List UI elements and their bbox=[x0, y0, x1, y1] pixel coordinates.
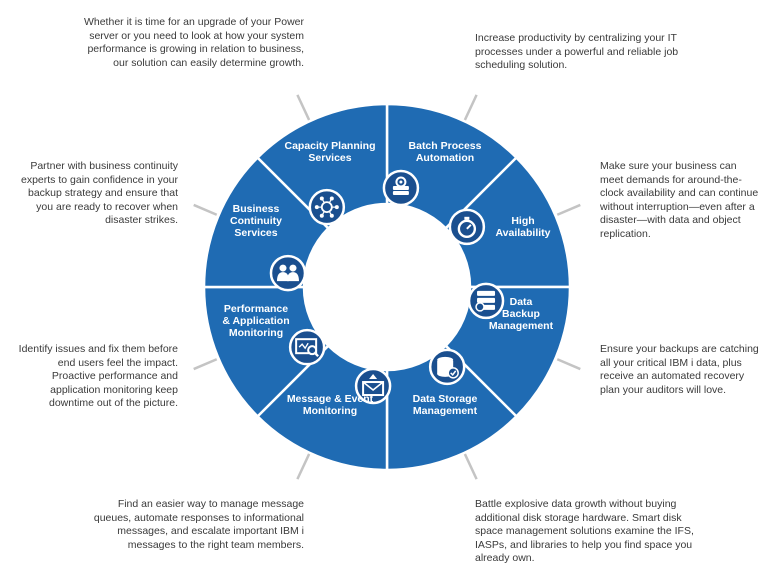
connector-line bbox=[462, 94, 478, 123]
description-batch-process: Increase productivity by centralizing yo… bbox=[475, 32, 679, 71]
people-icon bbox=[269, 254, 307, 292]
segment-label-line: Data Storage bbox=[413, 393, 478, 405]
description-capacity-planning: Whether it is time for an upgrade of you… bbox=[83, 16, 304, 69]
segment-label-line: Continuity bbox=[230, 215, 282, 227]
segment-label-line: Capacity Planning bbox=[284, 140, 375, 152]
segment-label-line: Monitoring bbox=[229, 327, 283, 339]
segment-label-line: Backup bbox=[502, 308, 540, 320]
segment-label-line: Data bbox=[510, 296, 533, 308]
segment-label-line: Business bbox=[233, 203, 280, 215]
segment-label-line: Services bbox=[234, 227, 277, 239]
segment-icons bbox=[269, 169, 505, 405]
connector-line bbox=[556, 203, 581, 216]
network-nodes-icon bbox=[308, 188, 346, 226]
database-check-icon bbox=[428, 348, 466, 386]
connector-lines bbox=[193, 94, 581, 480]
description-message-event: Find an easier way to manage message que… bbox=[93, 498, 304, 551]
segment-label-line: Services bbox=[308, 152, 351, 164]
segment-label-line: Performance bbox=[224, 303, 288, 315]
wheel-center bbox=[304, 204, 470, 370]
segment-label-line: High bbox=[511, 215, 534, 227]
segment-label-line: & Application bbox=[222, 315, 289, 327]
envelope-upload-icon bbox=[354, 367, 392, 405]
connector-line bbox=[296, 94, 312, 123]
server-backup-icon bbox=[467, 282, 505, 320]
segment-label-line: Management bbox=[413, 405, 478, 417]
stopwatch-icon bbox=[448, 208, 486, 246]
description-data-backup: Ensure your backups are catching all you… bbox=[600, 343, 759, 396]
description-performance: Identify issues and fix them before end … bbox=[18, 343, 178, 409]
connector-line bbox=[556, 358, 581, 371]
segment-label-line: Batch Process bbox=[409, 140, 482, 152]
segment-label-line: Availability bbox=[495, 227, 550, 239]
monitor-magnifier-icon bbox=[288, 328, 326, 366]
segment-label-line: Monitoring bbox=[303, 405, 357, 417]
description-data-storage: Battle explosive data growth without buy… bbox=[475, 498, 694, 564]
connector-line bbox=[296, 451, 312, 480]
segment-label-line: Automation bbox=[416, 152, 474, 164]
layered-gear-icon bbox=[382, 169, 420, 207]
description-high-availability: Make sure your business can meet demands… bbox=[600, 160, 759, 240]
connector-line bbox=[193, 358, 218, 371]
connector-line bbox=[462, 451, 478, 480]
segment-label-line: Message & Event bbox=[287, 393, 374, 405]
description-business-continuity: Partner with business continuity experts… bbox=[20, 160, 178, 226]
segment-label-line: Management bbox=[489, 320, 554, 332]
connector-line bbox=[193, 203, 218, 216]
